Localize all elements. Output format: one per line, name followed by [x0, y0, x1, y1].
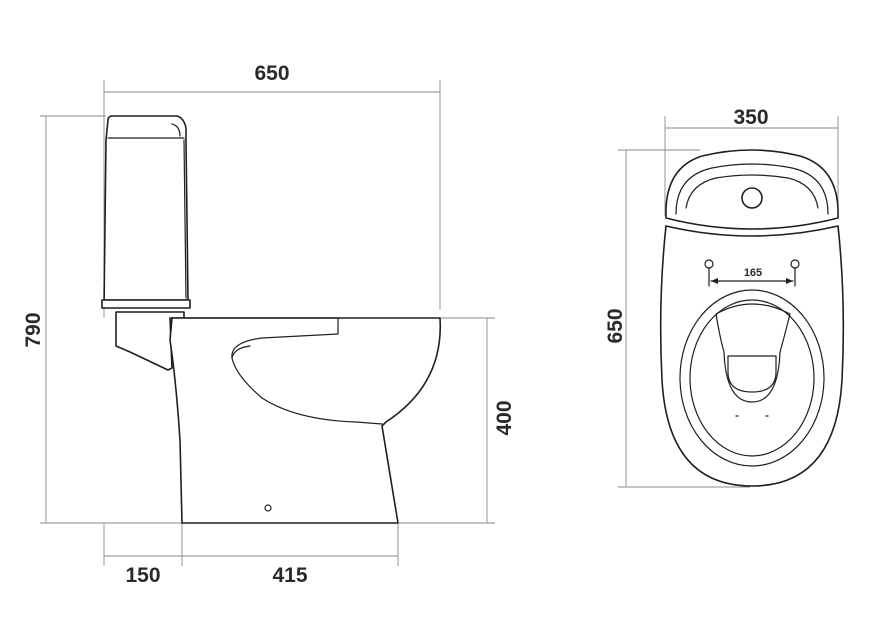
dimension-label-total-height: 790 — [22, 312, 45, 347]
dimension-label-top-length: 650 — [604, 308, 627, 343]
dimension-label-top-width: 350 — [733, 106, 768, 129]
dimension-label-bolt-spacing: 165 — [744, 267, 762, 279]
side-view: 650 790 400 150 415 — [22, 62, 516, 587]
dimension-label-total-depth: 650 — [254, 62, 289, 85]
dimension-total-height: 790 — [22, 115, 182, 524]
toilet-bowl — [169, 317, 442, 524]
dimension-bottom: 150 415 — [103, 523, 399, 587]
fixing-hole — [264, 504, 272, 512]
dimension-label-base-length: 415 — [272, 564, 307, 587]
tank-connector — [115, 311, 185, 371]
dimension-top-length: 650 — [604, 149, 750, 488]
flush-button-icon — [741, 187, 763, 209]
dimension-bowl-height: 400 — [398, 317, 516, 524]
top-view: 350 650 — [604, 106, 845, 488]
dimension-label-outlet-offset: 150 — [125, 564, 160, 587]
bolt-spacing: 165 — [704, 259, 800, 287]
cistern-tank — [101, 115, 191, 309]
bowl-plan — [659, 225, 845, 487]
dimension-total-depth: 650 — [103, 62, 441, 318]
dimension-top-width: 350 — [664, 106, 839, 216]
cistern-plan — [665, 149, 839, 230]
dimension-label-bowl-height: 400 — [493, 400, 516, 435]
